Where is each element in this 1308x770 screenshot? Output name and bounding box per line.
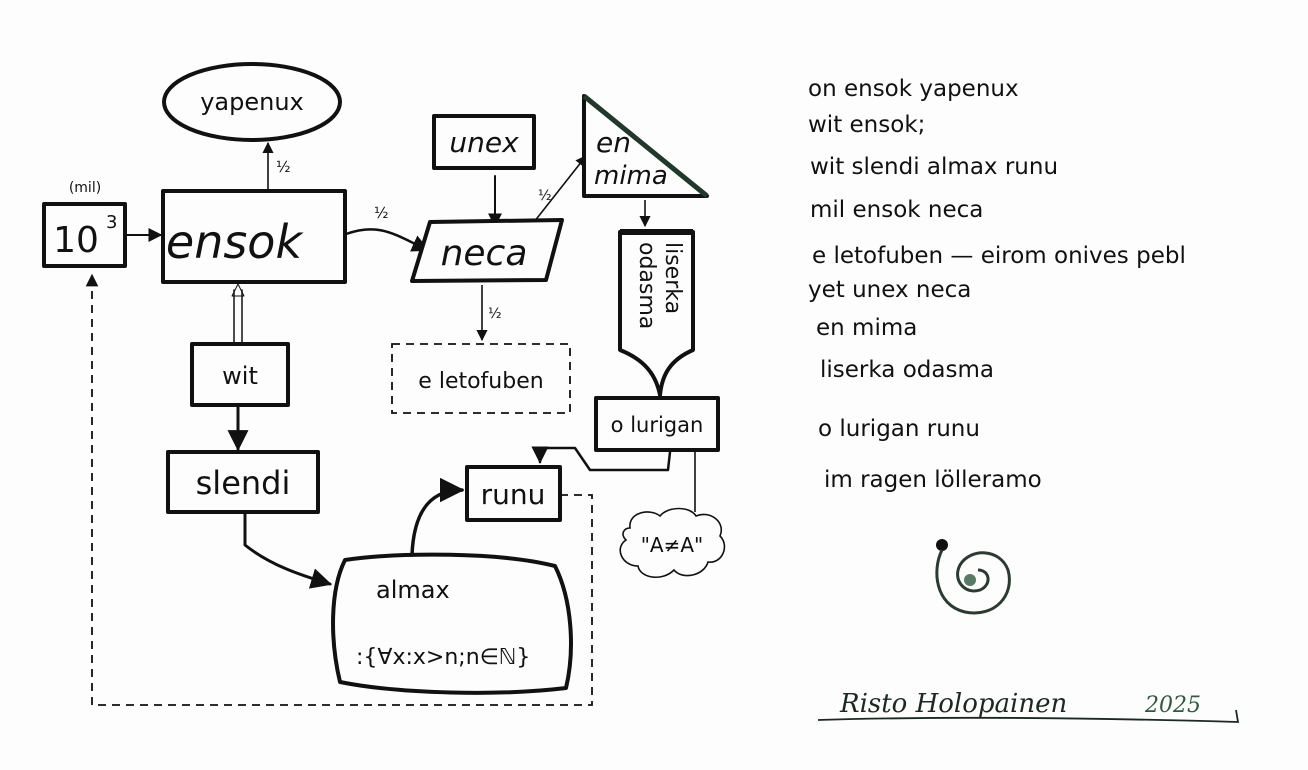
- node-yapenux: yapenux: [162, 62, 342, 142]
- node-e-letofuben: e letofuben: [391, 343, 571, 414]
- feedback-dashed-connector: [85, 273, 593, 706]
- edge-ensok-to-neca: [344, 228, 430, 252]
- poem-line: mil ensok neca: [810, 197, 983, 223]
- node-ten-cubed: (mil) 10 3: [42, 180, 127, 268]
- note-text: "A≠A": [641, 533, 704, 557]
- signature-year: 2025: [1144, 693, 1201, 718]
- node-label-en: en: [596, 126, 631, 159]
- edge-almax-to-runu: [410, 477, 465, 557]
- edge-label: ½: [538, 188, 552, 204]
- node-label-odasma: odasma: [634, 242, 659, 329]
- edge-wit-to-ensok: [233, 289, 243, 345]
- poem-line: wit ensok;: [808, 112, 925, 138]
- poem: on ensok yapenux wit ensok; wit slendi a…: [808, 76, 1186, 493]
- poem-line: yet unex neca: [808, 277, 971, 303]
- poem-line: on ensok yapenux: [808, 76, 1019, 102]
- node-label: runu: [481, 478, 546, 511]
- edge-neca-to-en-mima: [533, 155, 587, 223]
- poem-line: im ragen lölleramo: [824, 467, 1042, 493]
- power-exponent: 3: [106, 212, 117, 233]
- node-label: e letofuben: [418, 369, 543, 394]
- node-label-mima: mima: [594, 161, 668, 191]
- edge-o-lurigan-to-runu: [531, 446, 672, 472]
- poem-line: o lurigan runu: [818, 416, 980, 442]
- mil-label: (mil): [69, 180, 101, 196]
- node-label: yapenux: [200, 88, 304, 116]
- spiral-ink-mark: [935, 539, 1011, 615]
- node-label: almax: [376, 576, 450, 604]
- node-label: neca: [441, 233, 528, 274]
- signature: Risto Holopainen 2025: [817, 689, 1240, 723]
- node-unex: unex: [432, 114, 536, 170]
- power-base: 10: [53, 220, 99, 261]
- poem-line: e letofuben — eirom onives pebl: [812, 243, 1186, 269]
- node-label-liserka: liserka: [660, 242, 685, 314]
- edge-label: ½: [374, 204, 389, 222]
- node-label: ensok: [166, 215, 305, 269]
- node-o-lurigan: o lurigan: [594, 396, 720, 452]
- node-neca: neca: [410, 218, 564, 283]
- edge-label: ½: [276, 158, 291, 176]
- node-label: unex: [449, 126, 519, 159]
- edge-label: ½: [488, 306, 502, 322]
- poem-line: liserka odasma: [820, 357, 994, 383]
- node-runu: runu: [465, 465, 562, 522]
- note-cloud: "A≠A": [619, 507, 726, 578]
- node-en-mima: en mima: [582, 94, 709, 198]
- node-almax: almax :{∀x:x>n;n∈ℕ}: [331, 552, 573, 695]
- node-slendi: slendi: [166, 450, 320, 514]
- edge-slendi-to-almax: [243, 511, 333, 589]
- node-label: wit: [222, 362, 258, 390]
- node-liserka-odasma: liserka odasma: [618, 229, 695, 397]
- poem-line: wit slendi almax runu: [810, 154, 1058, 180]
- poem-line: en mima: [816, 315, 917, 341]
- node-label: o lurigan: [611, 413, 704, 437]
- node-wit: wit: [190, 283, 290, 407]
- node-formula: :{∀x:x>n;n∈ℕ}: [356, 645, 530, 670]
- signature-name: Risto Holopainen: [839, 689, 1067, 719]
- node-label: slendi: [196, 464, 291, 502]
- node-ensok: ensok: [161, 189, 347, 284]
